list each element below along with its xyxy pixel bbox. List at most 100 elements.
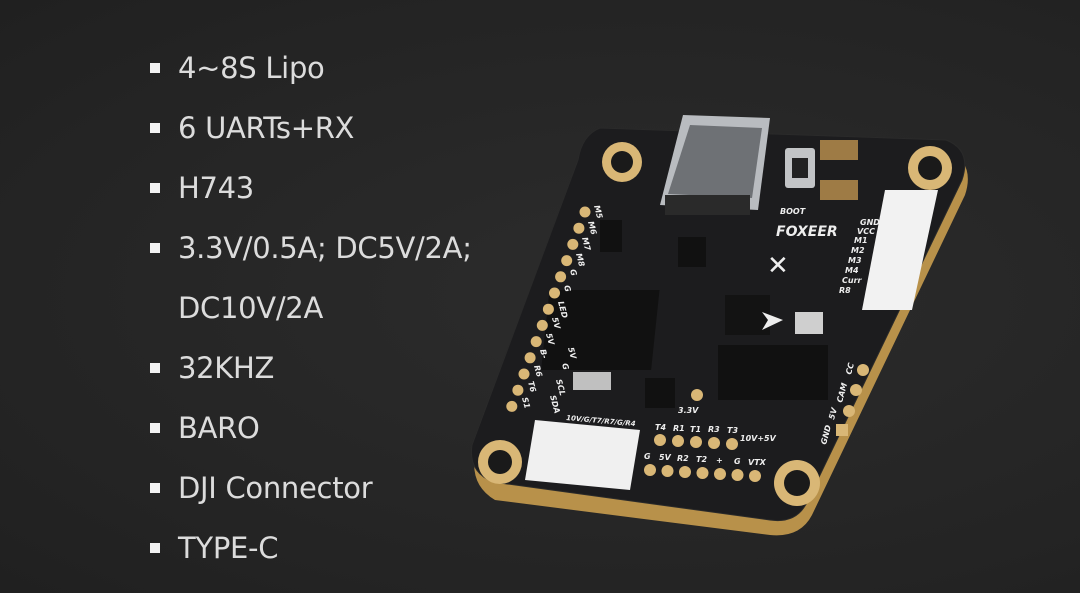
spec-text: BARO xyxy=(178,411,260,445)
solder-pad xyxy=(536,319,548,331)
bullet-icon xyxy=(150,63,160,73)
svg-text:R2: R2 xyxy=(677,454,689,463)
svg-text:R3: R3 xyxy=(708,425,720,434)
svg-text:G: G xyxy=(644,452,651,461)
baro-chip xyxy=(795,312,823,334)
spec-text: TYPE-C xyxy=(178,531,279,565)
solder-pad xyxy=(661,465,674,477)
spec-text: 32KHZ xyxy=(178,351,275,385)
solder-pad xyxy=(573,222,585,234)
solder-pad xyxy=(579,206,591,218)
solder-pad xyxy=(714,468,726,480)
solder-pad xyxy=(506,400,518,412)
svg-text:M2: M2 xyxy=(851,246,865,255)
svg-text:5V: 5V xyxy=(544,332,556,346)
spec-item: 6 UARTs+RX xyxy=(150,98,472,158)
motor-connector xyxy=(862,190,938,310)
solder-pad xyxy=(555,271,567,283)
solder-pad xyxy=(524,352,536,364)
bullet-icon xyxy=(150,243,160,253)
solder-pad xyxy=(567,238,579,250)
svg-text:M3: M3 xyxy=(848,256,862,265)
osd-chip xyxy=(718,345,828,400)
solder-pad xyxy=(708,437,720,449)
bullet-icon xyxy=(150,423,160,433)
usb-c-connector xyxy=(660,115,770,215)
svg-text:+: + xyxy=(716,456,723,465)
svg-text:LED: LED xyxy=(556,300,569,319)
v33-label: 3.3V xyxy=(678,406,699,415)
spec-item: 32KHZ xyxy=(150,338,472,398)
spec-text: DJI Connector xyxy=(178,471,373,505)
motor-labels: GND VCC M1 M2 M3 M4 Curr R8 xyxy=(839,218,880,295)
svg-text:T2: T2 xyxy=(696,455,707,464)
svg-text:T6: T6 xyxy=(526,380,538,393)
solder-pad xyxy=(644,464,656,476)
svg-text:VTX: VTX xyxy=(748,458,767,467)
svg-text:G: G xyxy=(560,362,571,371)
svg-text:5V: 5V xyxy=(566,346,578,360)
svg-text:M4: M4 xyxy=(845,266,859,275)
spec-item: TYPE-C xyxy=(150,518,472,578)
left-pads xyxy=(506,206,591,412)
bullet-icon xyxy=(150,363,160,373)
spec-item: DJI Connector xyxy=(150,458,472,518)
cam-pads xyxy=(836,364,869,436)
bottom-pad-labels: T4 R1 T1 R3 T3 G 5V R2 T2 + G VTX 10V+5V xyxy=(644,423,777,467)
spec-text: 4~8S Lipo xyxy=(178,51,325,85)
gyro-chip xyxy=(725,295,770,335)
svg-text:5V: 5V xyxy=(550,316,562,330)
spec-item: BARO xyxy=(150,398,472,458)
svg-text:T1: T1 xyxy=(690,425,701,434)
pcb-surface xyxy=(470,127,966,522)
svg-text:R8: R8 xyxy=(839,286,851,295)
solder-pad xyxy=(512,384,524,396)
bullet-icon xyxy=(150,123,160,133)
svg-text:G: G xyxy=(734,457,741,466)
svg-text:T3: T3 xyxy=(727,426,738,435)
solder-pad xyxy=(696,467,709,479)
svg-text:GND: GND xyxy=(860,218,880,227)
spec-text: 6 UARTs+RX xyxy=(178,111,355,145)
solder-pad xyxy=(518,368,530,380)
svg-text:M6: M6 xyxy=(586,220,598,236)
svg-text:SCL: SCL xyxy=(554,378,567,396)
solder-pad xyxy=(542,303,554,315)
mcu-chip xyxy=(541,290,660,370)
svg-text:VCC: VCC xyxy=(857,227,875,236)
solder-pad xyxy=(679,466,691,478)
arrow-icon xyxy=(762,312,783,330)
spec-text: H743 xyxy=(178,171,254,205)
svg-text:G: G xyxy=(562,284,573,293)
bullet-icon xyxy=(150,483,160,493)
svg-text:B-: B- xyxy=(538,348,549,359)
bullet-icon xyxy=(150,183,160,193)
spec-item: 3.3V/0.5A; DC5V/2A; xyxy=(150,218,472,278)
svg-text:CC: CC xyxy=(844,362,856,376)
solder-pad xyxy=(530,336,542,348)
svg-text:M5: M5 xyxy=(592,204,604,220)
spec-list: 4~8S Lipo 6 UARTs+RX H743 3.3V/0.5A; DC5… xyxy=(150,38,472,578)
solder-pad xyxy=(749,470,761,482)
svg-text:5V: 5V xyxy=(827,406,839,420)
solder-pad xyxy=(690,436,702,448)
spec-item: 4~8S Lipo xyxy=(150,38,472,98)
solder-pad xyxy=(654,434,666,446)
brand-logo-text: FOXEER xyxy=(776,224,838,240)
svg-text:T4: T4 xyxy=(655,423,666,432)
solder-pad xyxy=(672,435,684,447)
solder-pad xyxy=(726,438,738,450)
svg-text:M8: M8 xyxy=(574,252,586,268)
spec-item: H743 xyxy=(150,158,472,218)
svg-text:R6: R6 xyxy=(532,364,544,378)
solder-pad xyxy=(731,469,744,481)
boot-label: BOOT xyxy=(780,207,806,216)
svg-text:Curr: Curr xyxy=(842,276,863,285)
svg-text:S1: S1 xyxy=(520,396,532,409)
solder-pad xyxy=(549,287,560,299)
spec-text: 3.3V/0.5A; DC5V/2A; xyxy=(178,231,472,265)
brand-x-logo: ✕ xyxy=(767,251,789,281)
svg-text:5V: 5V xyxy=(659,453,672,462)
svg-text:M1: M1 xyxy=(854,236,868,245)
